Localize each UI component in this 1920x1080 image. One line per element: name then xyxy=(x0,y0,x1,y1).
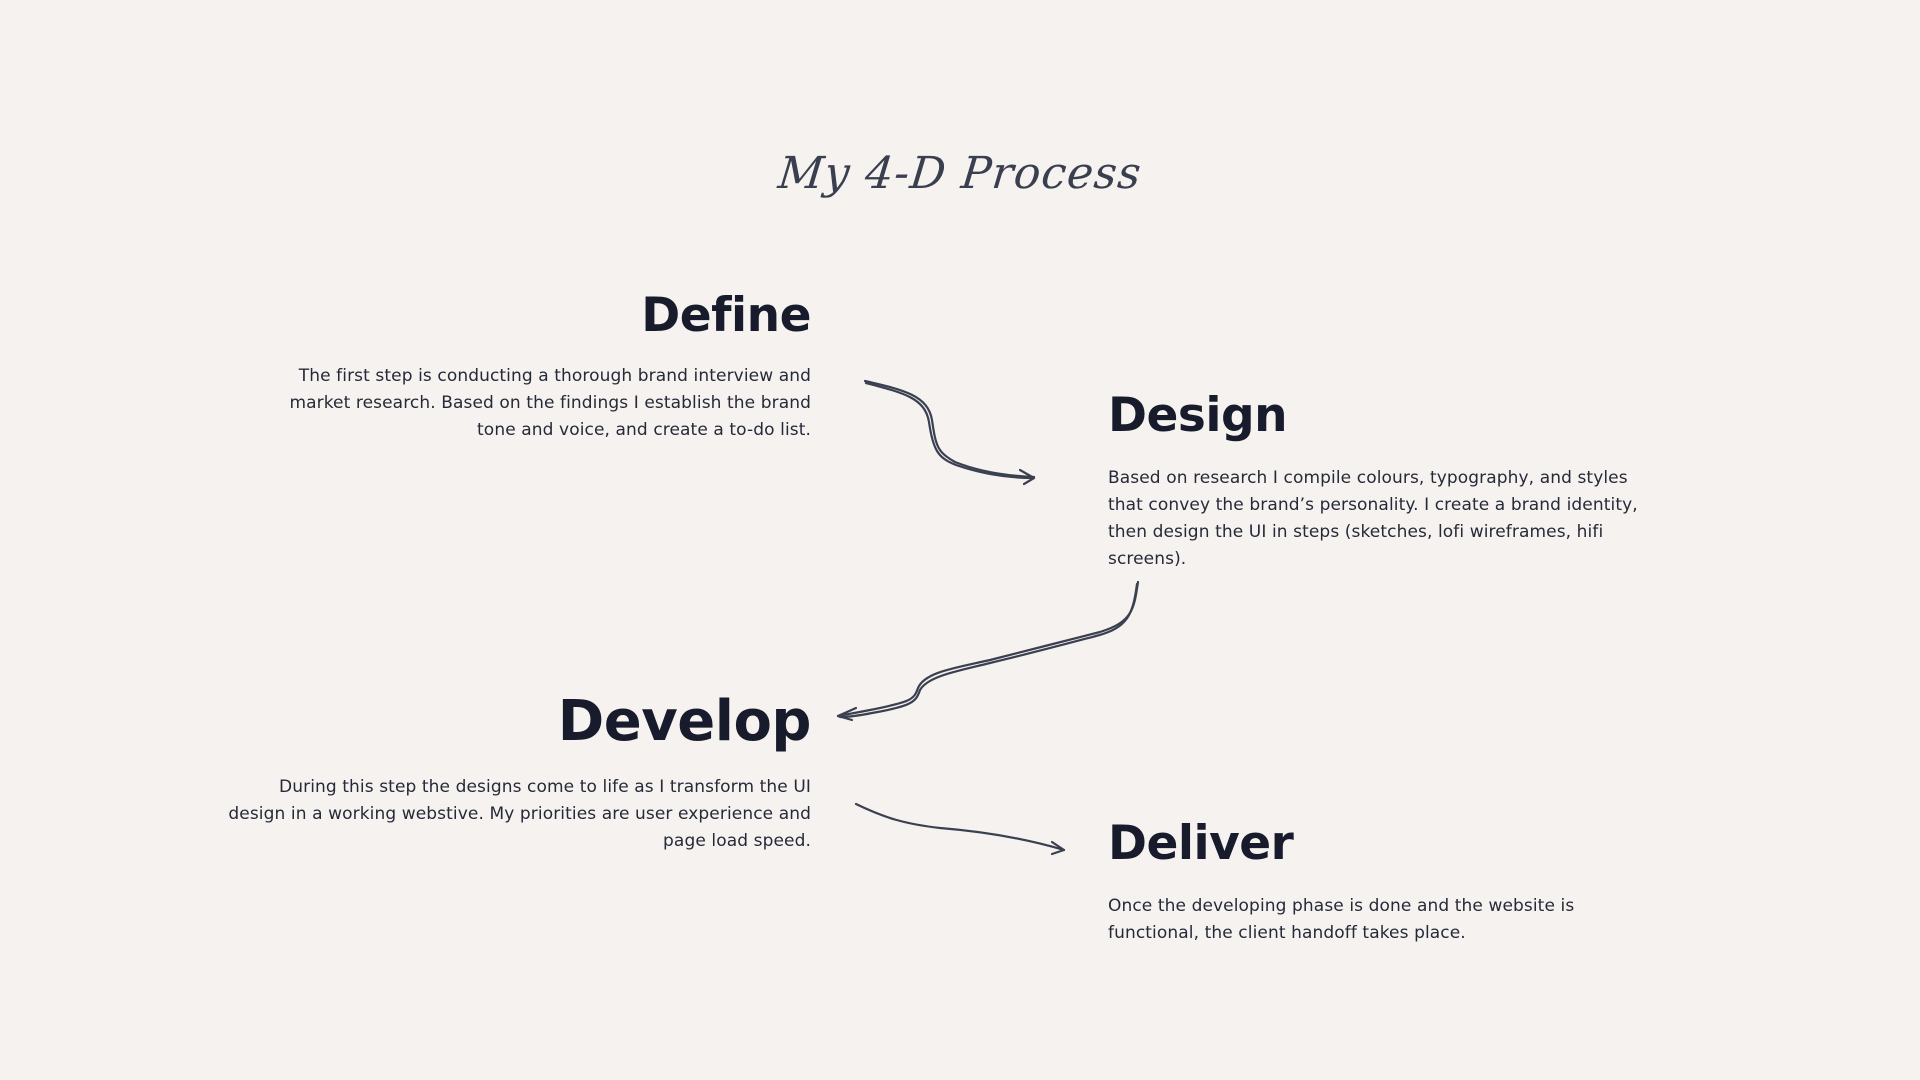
step-design: Design Based on research I compile colou… xyxy=(1108,392,1668,573)
step-design-description: Based on research I compile colours, typ… xyxy=(1108,468,1638,569)
step-design-heading: Design xyxy=(1108,388,1288,443)
step-develop-description: During this step the designs come to lif… xyxy=(228,777,811,851)
step-define-description: The first step is conducting a thorough … xyxy=(289,366,811,440)
step-define-heading: Define xyxy=(641,288,811,343)
step-define: Define The first step is conducting a th… xyxy=(251,292,811,444)
arrow-develop-to-deliver-icon xyxy=(854,802,1066,856)
step-deliver-heading: Deliver xyxy=(1108,816,1294,871)
arrow-define-to-design-icon xyxy=(863,379,1036,486)
step-develop-heading: Develop xyxy=(557,689,812,754)
step-develop: Develop During this step the designs com… xyxy=(221,694,811,855)
step-deliver: Deliver Once the developing phase is don… xyxy=(1108,820,1668,947)
step-deliver-description: Once the developing phase is done and th… xyxy=(1108,896,1575,943)
arrow-design-to-develop-icon xyxy=(836,580,1140,722)
page-title: My 4-D Process xyxy=(775,148,1145,199)
